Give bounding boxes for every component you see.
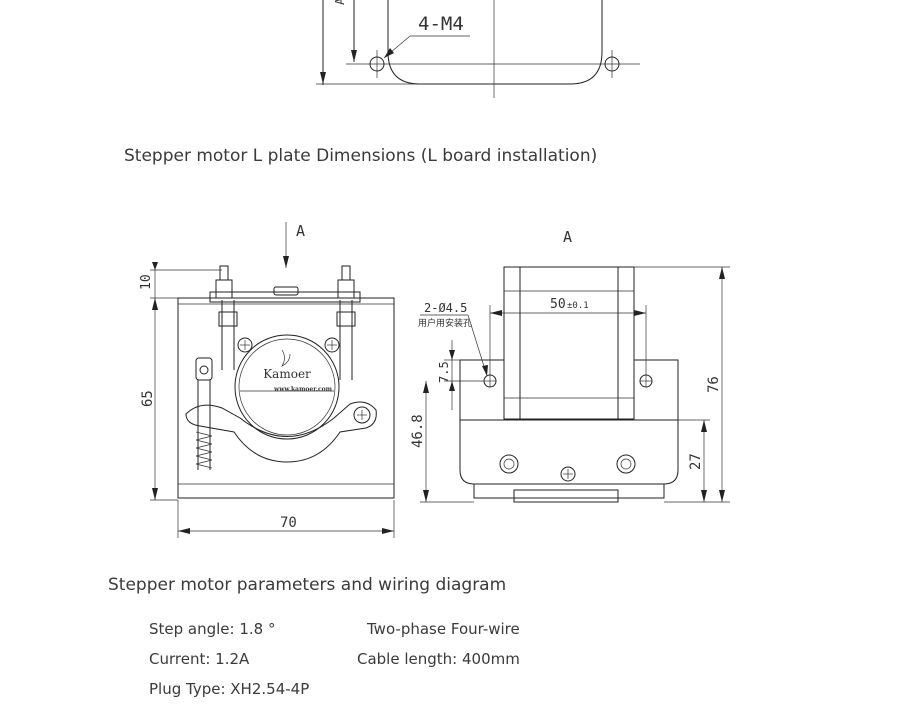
brand-url: www.kamoer.com <box>273 386 333 393</box>
section-title: Stepper motor L plate Dimensions (L boar… <box>124 146 598 166</box>
top-plate-drawing: 4-M4 A <box>316 0 640 98</box>
params-title: Stepper motor parameters and wiring diag… <box>108 575 507 595</box>
hole-note: 用户用安装孔 <box>418 317 472 329</box>
brand-logo-text: Kamoer <box>263 367 311 381</box>
view-arrow-label: A <box>296 222 305 240</box>
side-view-label: A <box>563 228 572 246</box>
svg-text:A: A <box>333 0 347 5</box>
hole-spec: 2-Ø4.5 <box>424 301 467 315</box>
param-plug-type: Plug Type: XH2.54-4P <box>149 680 310 698</box>
dim-hole-spacing-tol: ±0.1 <box>567 301 589 311</box>
param-current: Current: 1.2A <box>149 650 250 668</box>
l-plate-front-view: A Kamoer www.kamoer.com <box>139 222 395 538</box>
dim-height: 65 <box>140 390 156 407</box>
hole-label: 4-M4 <box>418 13 464 35</box>
l-plate-side-view: A 50 ±0.1 2-Ø4.5 用户用安装孔 <box>410 228 730 503</box>
param-wiring: Two-phase Four-wire <box>367 620 520 638</box>
dim-top-offset: 10 <box>139 274 154 290</box>
dim-lower: 27 <box>688 453 704 470</box>
dim-total-height: 76 <box>706 376 722 393</box>
param-step-angle: Step angle: 1.8 ° <box>149 620 276 638</box>
dim-hole-vertical: 7.5 <box>437 361 451 383</box>
param-cable-length: Cable length: 400mm <box>357 650 520 668</box>
dim-hole-height: 46.8 <box>410 414 426 448</box>
dim-width: 70 <box>280 515 297 531</box>
dim-hole-spacing: 50 <box>550 297 566 312</box>
